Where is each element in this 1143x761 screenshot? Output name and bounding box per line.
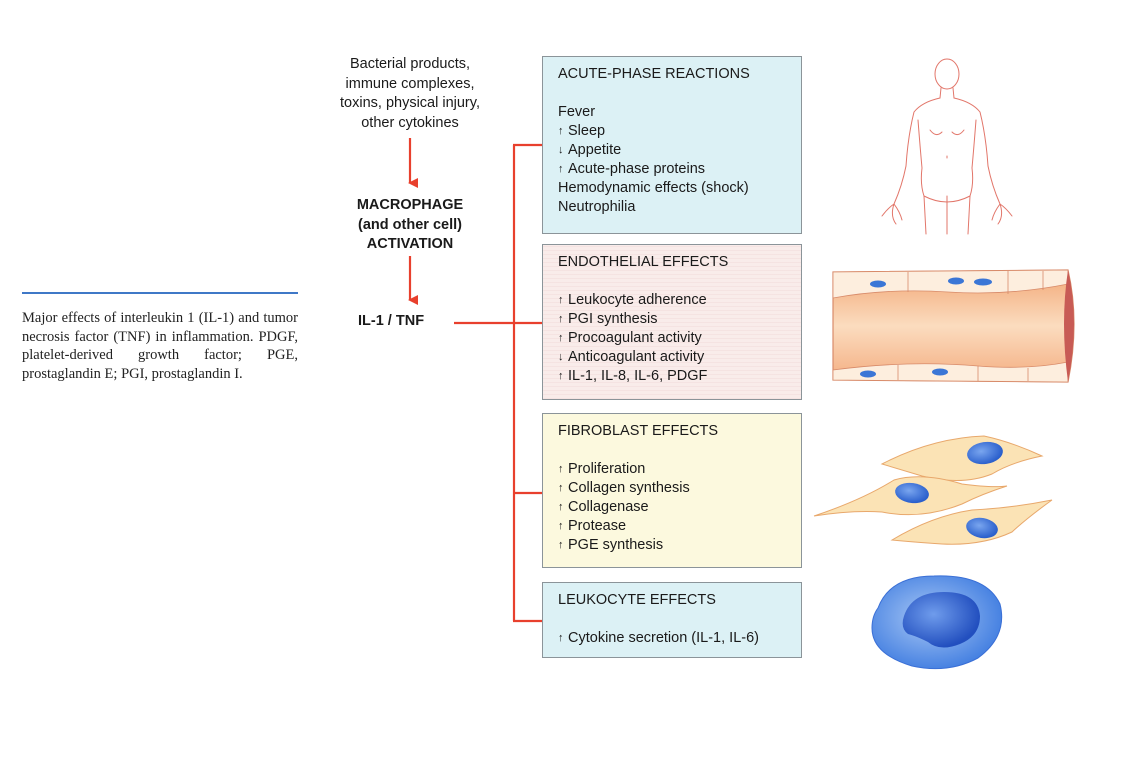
acute-phase-box: ACUTE-PHASE REACTIONS Fever ↑ Sleep ↓ Appe…	[542, 56, 802, 234]
up-arrow-icon: ↑	[558, 501, 564, 513]
macrophage-activation-label: MACROPHAGE (and other cell) ACTIVATION	[318, 196, 502, 255]
list-item: ↑ Cytokine secretion (IL-1, IL-6)	[558, 629, 787, 648]
list-item: ↑ Collagen synthesis	[558, 479, 787, 498]
up-arrow-icon: ↑	[558, 482, 564, 494]
item-text: Collagen synthesis	[568, 480, 690, 496]
item-text: Sleep	[568, 123, 606, 139]
fibroblast-effects-box: FIBROBLAST EFFECTS ↑ Proliferation ↑ Colla…	[542, 413, 802, 568]
list-item: ↑ Proliferation	[558, 460, 787, 479]
up-arrow-icon: ↑	[558, 125, 564, 137]
up-arrow-icon: ↑	[558, 370, 564, 382]
list-item: Neutrophilia	[558, 198, 787, 217]
list-item: Hemodynamic effects (shock)	[558, 179, 787, 198]
list-item: ↑ Collagenase	[558, 498, 787, 517]
activation-line: ACTIVATION	[366, 236, 454, 252]
up-arrow-icon: ↑	[558, 632, 564, 644]
box-title: ACUTE-PHASE REACTIONS	[558, 66, 750, 82]
item-text: IL-1, IL-8, IL-6, PDGF	[568, 368, 708, 384]
human-body-outline	[881, 58, 1013, 235]
list-item: ↓ Appetite	[558, 141, 787, 160]
up-arrow-icon: ↑	[558, 539, 564, 551]
trigger-line: other cytokines	[361, 114, 459, 131]
item-text: Cytokine secretion (IL-1, IL-6)	[568, 630, 759, 646]
item-text: Collagenase	[568, 499, 649, 515]
down-arrow-icon: ↓	[558, 351, 564, 363]
list-item: ↑ Protease	[558, 517, 787, 536]
caption-divider	[22, 292, 298, 294]
list-item: Fever	[558, 103, 787, 122]
figure-caption: Major effects of interleukin 1 (IL-1) an…	[22, 310, 298, 382]
item-text: Procoagulant activity	[568, 330, 702, 346]
list-item: ↑ Procoagulant activity	[558, 329, 787, 348]
item-text: Protease	[568, 518, 627, 534]
item-text: PGE synthesis	[568, 537, 664, 553]
item-text: Hemodynamic effects (shock)	[558, 180, 749, 196]
list-item: ↑ IL-1, IL-8, IL-6, PDGF	[558, 367, 787, 386]
item-text: Acute-phase proteins	[568, 161, 706, 177]
mediator-label: IL-1 / TNF	[358, 313, 425, 329]
list-item: ↑ Leukocyte adherence	[558, 291, 787, 310]
blood-vessel	[832, 269, 1075, 383]
leukocyte-effects-box: LEUKOCYTE EFFECTS ↑ Cytokine secretion (I…	[542, 582, 802, 658]
list-item: ↑ PGE synthesis	[558, 536, 787, 555]
box-title: ENDOTHELIAL EFFECTS	[558, 254, 729, 270]
down-arrow-icon: ↓	[558, 144, 564, 156]
fibroblast-cells	[813, 435, 1053, 545]
up-arrow-icon: ↑	[558, 313, 564, 325]
leukocyte-cell	[871, 575, 1003, 670]
up-arrow-icon: ↑	[558, 463, 564, 475]
list-item: ↑ Sleep	[558, 122, 787, 141]
endothelial-effects-box: ENDOTHELIAL EFFECTS ↑ Leukocyte adherence…	[542, 244, 802, 400]
item-text: Fever	[558, 104, 596, 120]
box-title: FIBROBLAST EFFECTS	[558, 423, 719, 439]
item-text: Proliferation	[568, 461, 646, 477]
trigger-line: toxins, physical injury,	[340, 95, 480, 111]
trigger-line: immune complexes,	[345, 75, 475, 92]
list-item: ↑ PGI synthesis	[558, 310, 787, 329]
up-arrow-icon: ↑	[558, 294, 564, 306]
item-text: Leukocyte adherence	[568, 292, 707, 308]
item-text: Appetite	[568, 142, 622, 158]
item-text: Anticoagulant activity	[568, 349, 705, 365]
trigger-line: Bacterial products,	[349, 56, 471, 72]
list-item: ↓ Anticoagulant activity	[558, 348, 787, 367]
up-arrow-icon: ↑	[558, 163, 564, 175]
box-title: LEUKOCYTE EFFECTS	[558, 592, 716, 608]
up-arrow-icon: ↑	[558, 332, 564, 344]
activation-line: MACROPHAGE	[356, 197, 464, 213]
activation-line: (and other cell)	[358, 216, 462, 233]
up-arrow-icon: ↑	[558, 520, 564, 532]
item-text: Neutrophilia	[558, 199, 636, 215]
list-item: ↑ Acute-phase proteins	[558, 160, 787, 179]
trigger-text: Bacterial products, immune complexes, to…	[320, 55, 500, 133]
item-text: PGI synthesis	[568, 311, 658, 327]
